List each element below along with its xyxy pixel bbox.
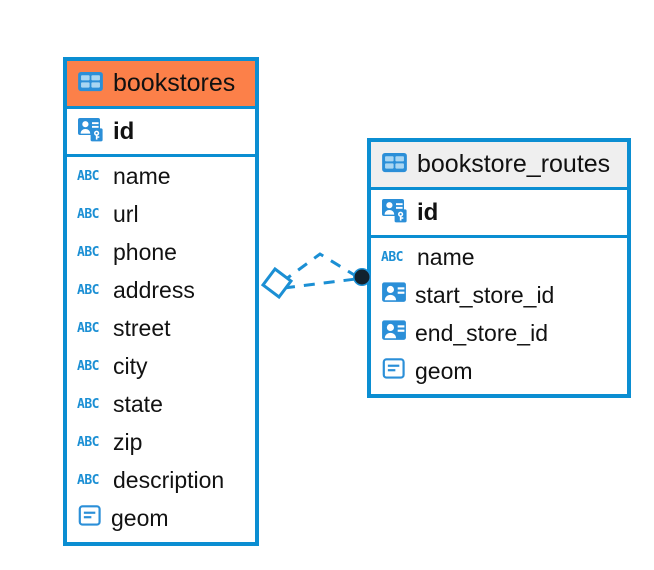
column-name-label: phone xyxy=(113,238,177,265)
abc-text-icon: ABC xyxy=(77,396,99,412)
foreign-key-icon xyxy=(381,280,407,310)
column-row-zip[interactable]: ABC zip xyxy=(67,423,255,461)
abc-text-icon: ABC xyxy=(77,244,99,260)
column-name-label: name xyxy=(417,243,475,270)
column-name-label: address xyxy=(113,276,195,303)
column-name-label: city xyxy=(113,352,148,379)
column-row-id[interactable]: id xyxy=(371,190,627,238)
relationship-branch-upper xyxy=(281,252,357,284)
abc-text-icon: ABC xyxy=(381,249,403,265)
table-icon xyxy=(77,68,104,100)
entity-name-label: bookstores xyxy=(113,69,236,97)
column-name-label: description xyxy=(113,466,225,493)
column-row-name[interactable]: ABC name xyxy=(371,238,627,276)
relationship-branch-lower xyxy=(283,277,357,290)
column-row-start-store-id[interactable]: start_store_id xyxy=(371,276,627,314)
column-name-label: url xyxy=(113,200,139,227)
column-name-label: name xyxy=(113,162,171,189)
column-name-label: geom xyxy=(111,504,169,531)
column-row-state[interactable]: ABC state xyxy=(67,385,255,423)
entity-name-label: bookstore_routes xyxy=(417,150,611,178)
abc-text-icon: ABC xyxy=(77,206,99,222)
column-name-label: street xyxy=(113,314,171,341)
entity-bookstores[interactable]: bookstores id ABC xyxy=(63,57,259,546)
geometry-icon xyxy=(77,503,103,533)
abc-text-icon: ABC xyxy=(77,472,99,488)
column-row-address[interactable]: ABC address xyxy=(67,271,255,309)
abc-text-icon: ABC xyxy=(77,168,99,184)
column-row-geom[interactable]: geom xyxy=(371,352,627,390)
primary-key-icon xyxy=(77,116,105,148)
column-name-label: end_store_id xyxy=(415,319,548,346)
column-row-street[interactable]: ABC street xyxy=(67,309,255,347)
column-row-url[interactable]: ABC url xyxy=(67,195,255,233)
entity-header-bookstores[interactable]: bookstores xyxy=(67,61,255,109)
column-row-city[interactable]: ABC city xyxy=(67,347,255,385)
foreign-key-icon xyxy=(381,318,407,348)
column-row-geom[interactable]: geom xyxy=(67,499,255,537)
column-name-label: id xyxy=(417,198,439,226)
column-row-id[interactable]: id xyxy=(67,109,255,157)
column-name-label: start_store_id xyxy=(415,281,555,308)
abc-text-icon: ABC xyxy=(77,358,99,374)
primary-key-icon xyxy=(381,197,409,229)
column-row-phone[interactable]: ABC phone xyxy=(67,233,255,271)
column-row-description[interactable]: ABC description xyxy=(67,461,255,499)
entity-bookstore-routes[interactable]: bookstore_routes id ABC xyxy=(367,138,631,398)
column-name-label: state xyxy=(113,390,163,417)
abc-text-icon: ABC xyxy=(77,320,99,336)
column-name-label: zip xyxy=(113,428,143,455)
relationship-source-diamond-icon xyxy=(260,266,294,300)
entity-header-bookstore-routes[interactable]: bookstore_routes xyxy=(371,142,627,190)
column-name-label: id xyxy=(113,117,135,145)
column-row-name[interactable]: ABC name xyxy=(67,157,255,195)
abc-text-icon: ABC xyxy=(77,434,99,450)
geometry-icon xyxy=(381,356,407,386)
abc-text-icon: ABC xyxy=(77,282,99,298)
column-name-label: geom xyxy=(415,357,473,384)
table-icon xyxy=(381,149,408,181)
column-row-end-store-id[interactable]: end_store_id xyxy=(371,314,627,352)
